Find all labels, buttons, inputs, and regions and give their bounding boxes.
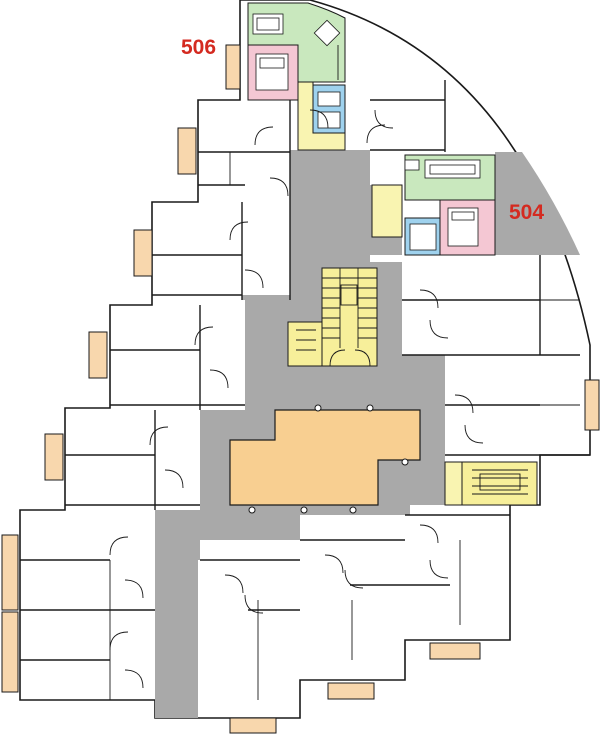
unit-504-layout — [371, 154, 496, 256]
column — [401, 458, 409, 466]
east-corridor — [495, 152, 580, 255]
unit-506-layout — [247, 2, 346, 151]
balconies — [1, 44, 600, 734]
column — [366, 404, 374, 412]
door-swings — [109, 109, 484, 689]
column — [349, 506, 357, 514]
column — [248, 506, 256, 514]
east-stairwell — [444, 461, 538, 506]
unit-506-label: 506 — [181, 36, 216, 59]
column — [314, 404, 322, 412]
central-stairwell — [287, 267, 378, 367]
central-core — [229, 409, 421, 506]
column — [300, 506, 308, 514]
interior-lines — [109, 152, 580, 700]
unit-504-label: 504 — [509, 201, 544, 224]
west-unit-partitions — [20, 80, 590, 661]
